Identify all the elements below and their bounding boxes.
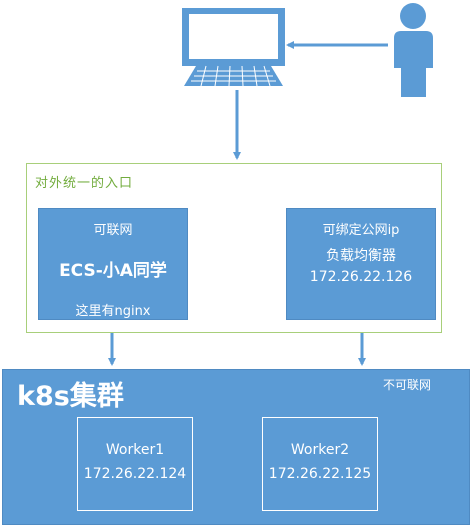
load-balancer-node: 可绑定公网ip 负载均衡器 172.26.22.126 xyxy=(286,208,436,320)
lb-line1: 可绑定公网ip xyxy=(322,223,400,238)
worker-node-2: Worker2 172.26.22.125 xyxy=(262,417,378,511)
ecs-node: 可联网 ECS-小A同学 这里有nginx xyxy=(38,208,188,320)
k8s-cluster-box xyxy=(2,369,470,525)
worker-node-1: Worker1 172.26.22.124 xyxy=(77,417,193,511)
ecs-bottom-label: 这里有nginx xyxy=(75,304,151,319)
lb-line2: 负载均衡器 xyxy=(326,248,396,264)
worker-name: Worker1 xyxy=(105,442,165,458)
cluster-note: 不可联网 xyxy=(383,378,432,392)
computer-icon xyxy=(182,8,285,87)
worker-name: Worker2 xyxy=(290,442,350,458)
lb-line3: 172.26.22.126 xyxy=(309,269,413,285)
ecs-top-label: 可联网 xyxy=(93,223,133,238)
ecs-title: ECS-小A同学 xyxy=(59,261,167,281)
entry-group-label: 对外统一的入口 xyxy=(35,176,134,191)
cluster-title: k8s集群 xyxy=(17,381,124,412)
worker-ip: 172.26.22.125 xyxy=(268,466,372,482)
worker-ip: 172.26.22.124 xyxy=(83,466,187,482)
person-icon xyxy=(394,3,433,97)
